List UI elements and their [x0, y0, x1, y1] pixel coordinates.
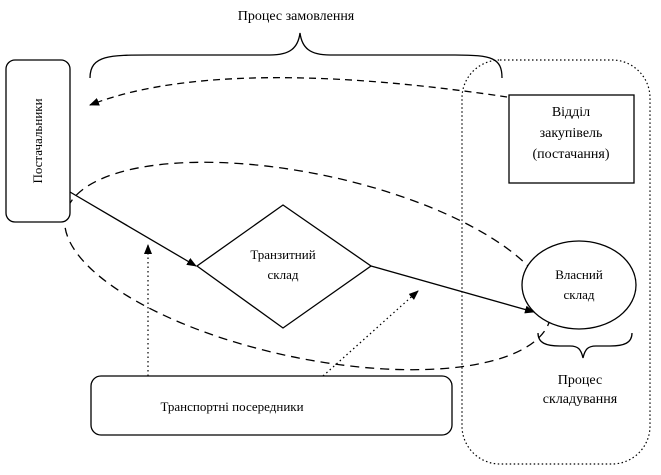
transport-to-delivery-dotted-arrow: [322, 290, 419, 377]
procurement-department-box: [508, 94, 635, 184]
procurement-label-line3: (постачання): [533, 147, 610, 162]
own-warehouse-circle: [521, 240, 637, 330]
transit-label-line1: Транзитний: [250, 247, 315, 262]
transport-intermediaries-label: Транспортні посередники: [160, 399, 303, 414]
order-process-label: Процес замовлення: [238, 9, 355, 24]
transit-warehouse-diamond: [195, 204, 373, 329]
transport-intermediaries-box: [90, 375, 453, 436]
procurement-label-line2: закупівель: [540, 126, 603, 141]
transit-label-line2: склад: [268, 267, 299, 282]
storage-process-label-line2: складування: [543, 392, 618, 407]
own-warehouse-label-line1: Власний: [555, 267, 603, 282]
transit-to-own-arrow: [370, 265, 535, 314]
storage-process-brace: [537, 332, 633, 359]
order-flow-arrow: [89, 77, 508, 106]
procurement-label-line1: Відділ: [552, 105, 590, 120]
suppliers-label: Постачальники: [30, 98, 45, 183]
suppliers-box: [5, 59, 71, 223]
company-boundary: [461, 59, 651, 465]
supplier-to-transit-arrow: [69, 191, 197, 267]
storage-process-label-line1: Процес: [558, 373, 602, 388]
own-warehouse-label-line2: склад: [564, 287, 595, 302]
order-process-brace: [89, 32, 503, 79]
